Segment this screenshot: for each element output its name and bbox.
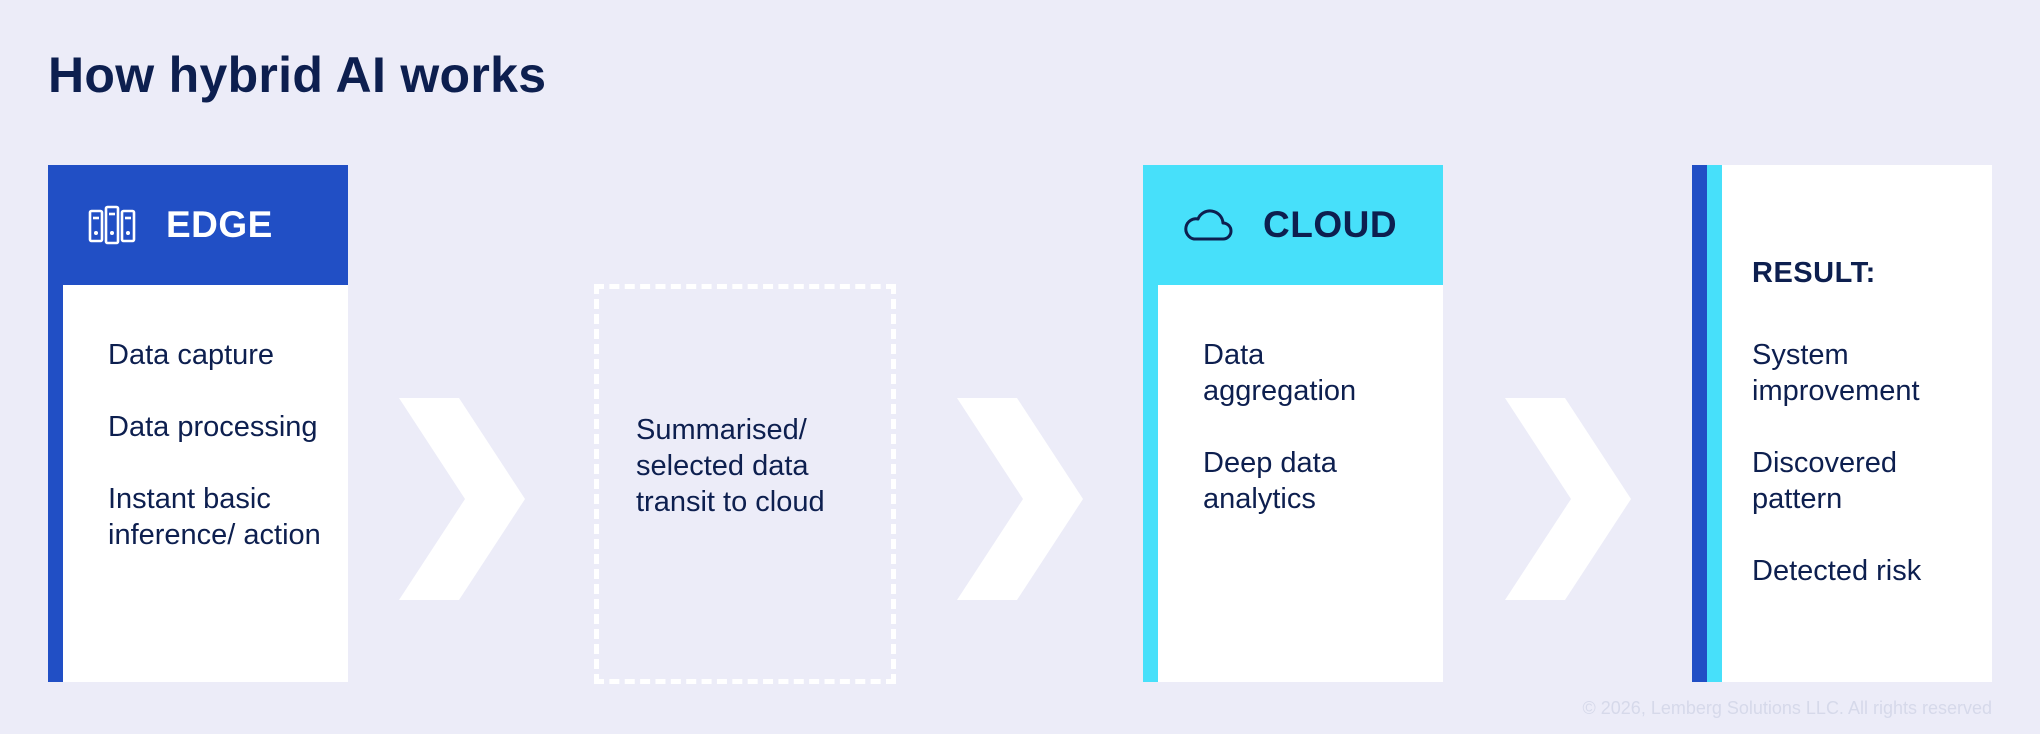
copyright-footer: © 2026, Lemberg Solutions LLC. All right…: [1582, 698, 1992, 718]
transit-text: Summarised/ selected data transit to clo…: [636, 414, 825, 518]
cloud-accent-bar: [1143, 285, 1158, 682]
cloud-card: CLOUD Data aggregation Deep data analyti…: [1143, 165, 1443, 682]
edge-item: Data capture: [108, 339, 275, 371]
cloud-icon: [1183, 208, 1233, 242]
chevron-right-icon: [1505, 398, 1631, 600]
edge-header: EDGE: [48, 165, 348, 285]
transit-box: [594, 284, 896, 684]
cloud-item: Deep data analytics: [1203, 447, 1337, 515]
result-item: System improvement: [1752, 339, 1920, 407]
cloud-body: Data aggregation Deep data analytics: [1158, 285, 1443, 682]
chevron-right-icon: [399, 398, 525, 600]
server-icon: [88, 205, 136, 245]
result-accent-cyan: [1707, 165, 1722, 682]
result-item: Detected risk: [1752, 555, 1922, 587]
edge-accent-bar: [48, 285, 63, 682]
cloud-header: CLOUD: [1143, 165, 1443, 285]
result-body: RESULT: System improvement Discovered pa…: [1722, 165, 1992, 682]
edge-label: EDGE: [166, 204, 273, 245]
page-title: How hybrid AI works: [48, 47, 547, 103]
result-item: Discovered pattern: [1752, 447, 1898, 515]
result-accent-blue: [1692, 165, 1707, 682]
chevron-right-icon: [957, 398, 1083, 600]
edge-item: Data processing: [108, 411, 318, 443]
edge-item: Instant basic inference/ action: [108, 483, 321, 551]
result-card: RESULT: System improvement Discovered pa…: [1692, 165, 1992, 682]
edge-card: EDGE Data capture Data processing Instan…: [48, 165, 348, 682]
edge-body: Data capture Data processing Instant bas…: [63, 285, 348, 682]
result-label: RESULT:: [1752, 257, 1876, 289]
cloud-item: Data aggregation: [1203, 339, 1357, 407]
cloud-label: CLOUD: [1263, 204, 1398, 245]
